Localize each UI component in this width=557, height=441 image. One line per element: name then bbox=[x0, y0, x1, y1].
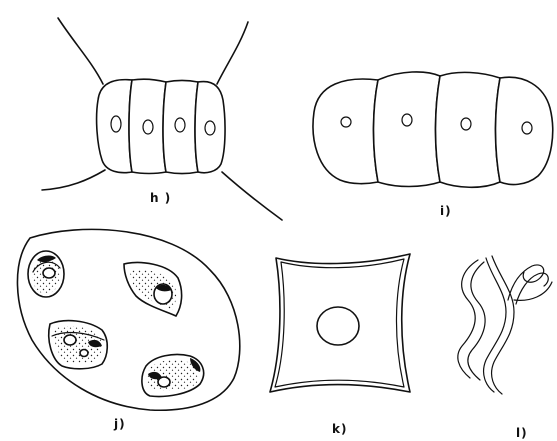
cell-i-1 bbox=[313, 79, 378, 184]
panel-h-colony: h ) bbox=[42, 18, 282, 220]
spine-bottom-right bbox=[222, 172, 282, 220]
label-j: j) bbox=[113, 417, 126, 431]
filament-l-coil-a bbox=[508, 265, 544, 300]
cell-j-3 bbox=[49, 321, 108, 369]
filament-l-coil-b bbox=[516, 273, 548, 304]
cell-h-3 bbox=[163, 81, 198, 174]
cell-k-outer-wall bbox=[270, 254, 410, 392]
label-l: l) bbox=[516, 426, 528, 440]
filament-l-2b bbox=[492, 256, 514, 394]
cell-j-2 bbox=[124, 263, 182, 316]
label-h: h ) bbox=[150, 191, 171, 205]
cell-h-4 bbox=[195, 82, 225, 173]
panel-l-filaments: l) bbox=[458, 256, 552, 440]
cell-k-inner-wall bbox=[275, 259, 404, 387]
cell-h-1 bbox=[97, 80, 132, 173]
cell-h-2 bbox=[129, 79, 166, 173]
panel-k-cell: k) bbox=[270, 254, 410, 436]
spine-top-left bbox=[58, 18, 103, 84]
spine-bottom-left bbox=[42, 170, 105, 190]
panel-i-colony: i) bbox=[313, 72, 553, 218]
panel-j-colony: j) bbox=[17, 229, 239, 431]
cell-i-2 bbox=[374, 72, 441, 187]
label-k: k) bbox=[332, 422, 347, 436]
cell-j-4 bbox=[142, 354, 204, 396]
label-i: i) bbox=[440, 204, 452, 218]
cell-i-4 bbox=[496, 77, 553, 184]
filament-l-1b bbox=[468, 262, 485, 380]
nucleus-k bbox=[317, 307, 359, 345]
spine-top-right bbox=[217, 22, 248, 84]
cell-j-1 bbox=[28, 251, 64, 297]
